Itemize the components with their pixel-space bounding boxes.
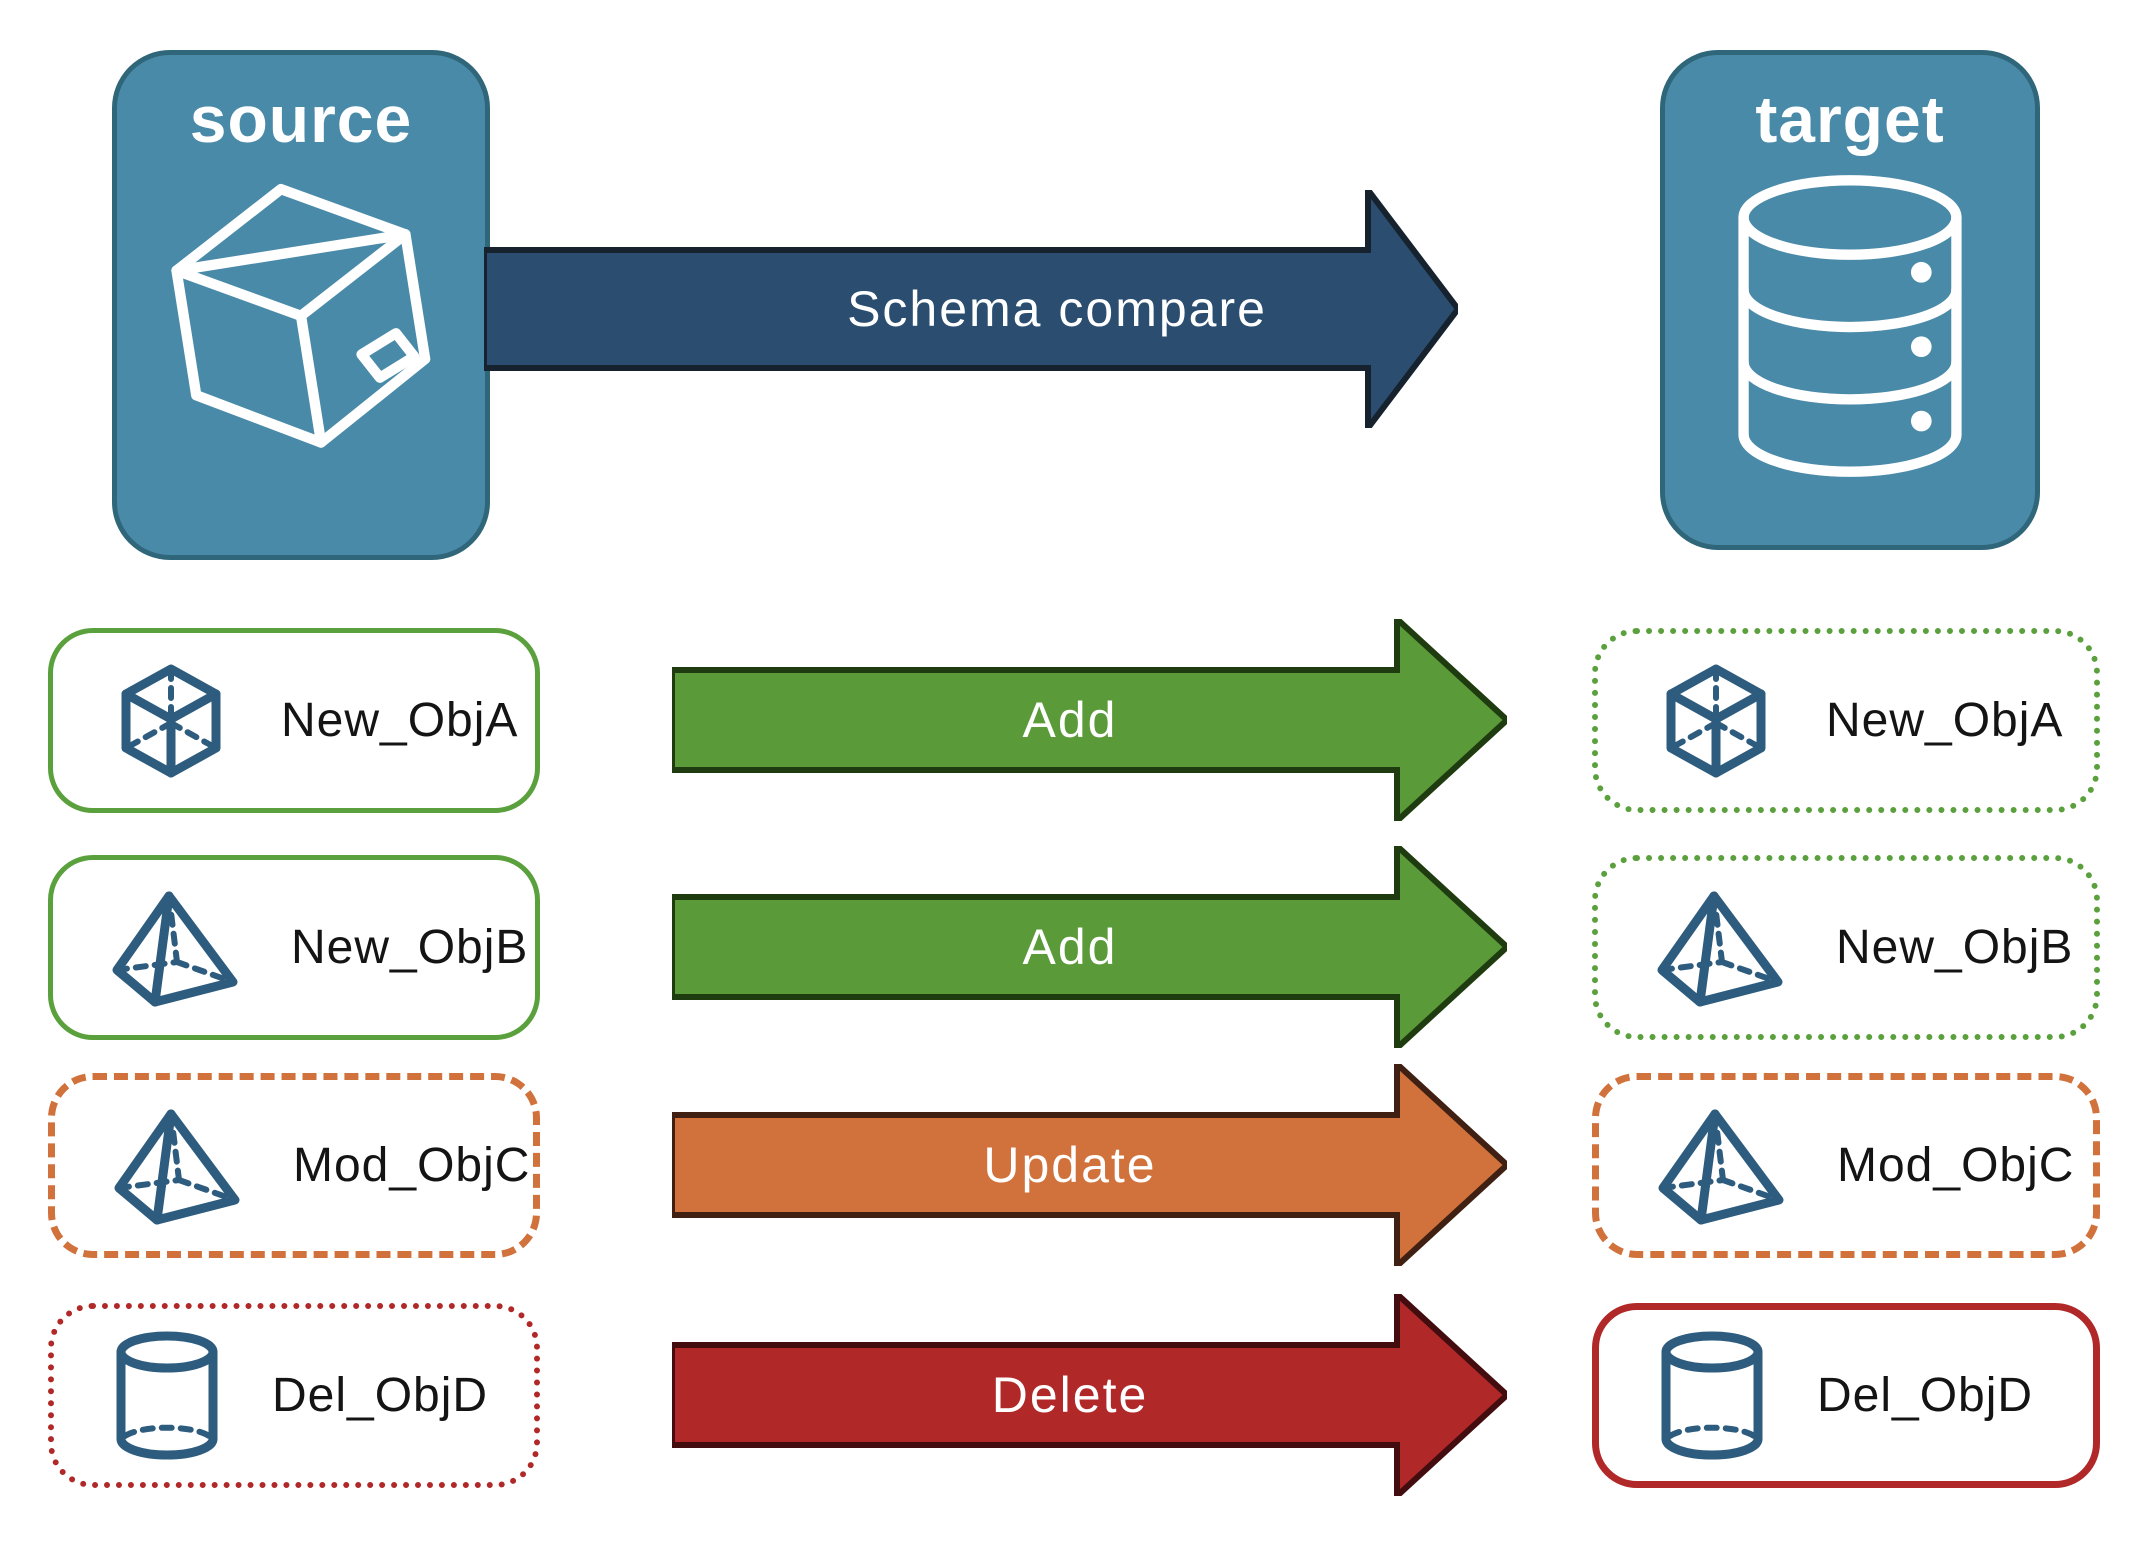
- target-node: target: [1660, 50, 2040, 550]
- package-icon: [171, 183, 431, 448]
- source-node-label: source: [189, 82, 413, 156]
- object-label: New_ObjA: [1826, 694, 2064, 747]
- cylinder-icon: [1661, 1331, 1763, 1460]
- cube-icon: [121, 664, 221, 777]
- delete-arrow: [672, 1294, 1507, 1496]
- target-object-del-objd: Del_ObjD: [1592, 1303, 2100, 1488]
- object-label: New_ObjB: [1836, 921, 2074, 974]
- source-object-new-obja: New_ObjA: [48, 628, 540, 813]
- pyramid-icon: [1657, 891, 1783, 1006]
- target-object-mod-objc: Mod_ObjC: [1592, 1073, 2100, 1258]
- cylinder-icon: [116, 1331, 218, 1460]
- source-object-del-objd: Del_ObjD: [48, 1303, 540, 1488]
- target-object-new-objb: New_ObjB: [1592, 855, 2100, 1040]
- object-label: Mod_ObjC: [293, 1139, 531, 1192]
- pyramid-icon: [112, 891, 238, 1006]
- object-label: New_ObjA: [281, 694, 519, 747]
- cube-icon: [1666, 664, 1766, 777]
- add-arrow-label-row2: Add: [1022, 919, 1118, 975]
- schema-compare-arrow-label: Schema compare: [847, 281, 1267, 337]
- object-label: Del_ObjD: [1817, 1369, 2034, 1422]
- update-arrow: [672, 1064, 1507, 1266]
- object-label: Del_ObjD: [272, 1369, 489, 1422]
- database-icon: [1738, 175, 1962, 477]
- add-arrow-label-row1: Add: [1022, 692, 1118, 748]
- source-object-mod-objc: Mod_ObjC: [48, 1073, 540, 1258]
- source-object-new-objb: New_ObjB: [48, 855, 540, 1040]
- update-arrow-label: Update: [983, 1137, 1157, 1193]
- add-arrow-row2: [672, 846, 1507, 1048]
- object-label: Mod_ObjC: [1837, 1139, 2075, 1192]
- add-arrow-row1: [672, 619, 1507, 821]
- pyramid-icon: [114, 1109, 240, 1224]
- target-node-label: target: [1755, 82, 1945, 156]
- schema-compare-arrow: [484, 190, 1458, 428]
- delete-arrow-label: Delete: [991, 1367, 1149, 1423]
- pyramid-icon: [1658, 1109, 1784, 1224]
- target-object-new-obja: New_ObjA: [1592, 628, 2100, 813]
- source-node: source: [112, 50, 490, 560]
- object-label: New_ObjB: [291, 921, 529, 974]
